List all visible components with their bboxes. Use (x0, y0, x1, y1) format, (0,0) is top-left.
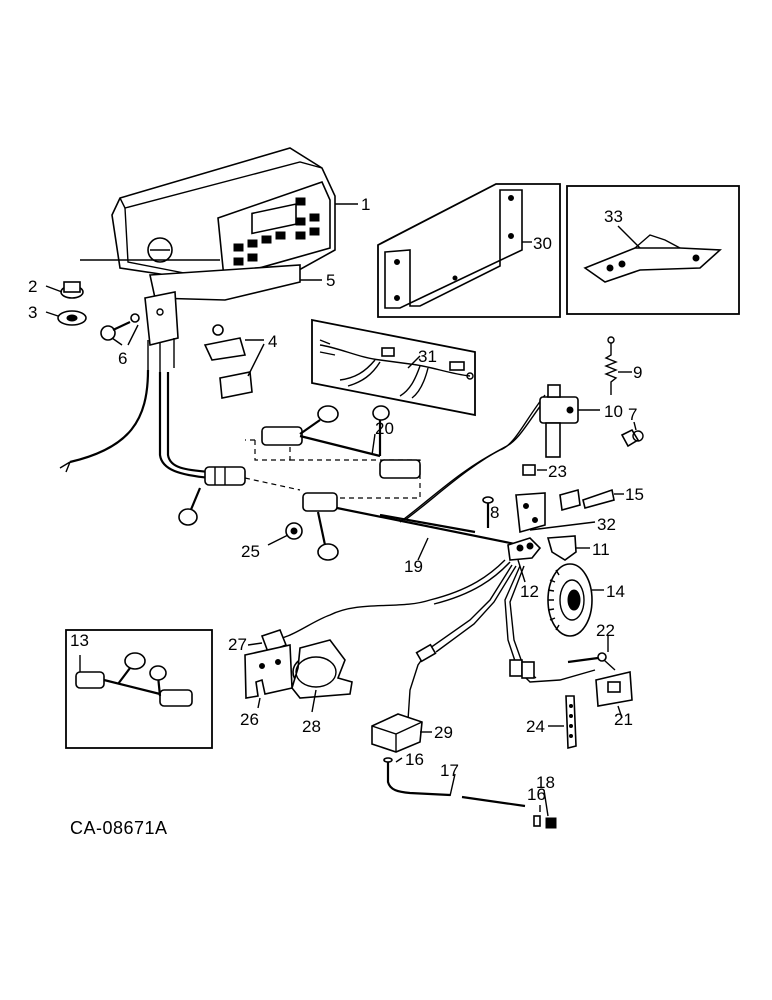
clamp-bracket (203, 324, 253, 399)
callout-11: 11 (592, 540, 610, 559)
callout-18: 18 (536, 773, 555, 792)
clip-part (620, 428, 644, 448)
plate-bracket (515, 492, 546, 534)
callout-31: 31 (418, 347, 437, 366)
switch-part (539, 384, 579, 458)
callout-26: 26 (240, 710, 259, 729)
callout-3: 3 (28, 303, 37, 322)
hose-17 (386, 760, 451, 797)
spring-part (604, 336, 618, 395)
callout-15: 15 (625, 485, 644, 504)
pickup-disc (547, 563, 593, 637)
sensor-block-21 (595, 671, 633, 707)
callout-8: 8 (490, 503, 499, 522)
cable (269, 559, 506, 641)
sensor-part (507, 537, 542, 561)
callout-33: 33 (604, 207, 623, 226)
callout-22: 22 (596, 621, 615, 640)
connector-harness (178, 405, 421, 561)
callout-21: 21 (614, 710, 633, 729)
callout-5: 5 (326, 271, 335, 290)
callout-6: 6 (118, 349, 127, 368)
callout-16-fitting: 16 (527, 785, 546, 804)
monitor-console (111, 147, 336, 284)
cable (407, 564, 513, 721)
callout-19: 19 (404, 557, 423, 576)
callout-12: 12 (520, 582, 539, 601)
callout-9: 9 (633, 363, 642, 382)
mounting-bracket (144, 264, 301, 372)
washer-part (57, 310, 87, 326)
nut-part (522, 464, 536, 476)
callout-24: 24 (526, 717, 545, 736)
bracket-26 (244, 644, 293, 699)
callout-2: 2 (28, 277, 37, 296)
callout-27: 27 (228, 635, 247, 654)
main-cable (336, 506, 521, 547)
callout-20: 20 (375, 419, 394, 438)
ring-bracket-28 (291, 639, 353, 699)
callout-7: 7 (628, 405, 637, 424)
strap-part (565, 695, 577, 750)
callout-28: 28 (302, 717, 321, 736)
sensor-lead (567, 652, 616, 671)
callout-23: 23 (548, 462, 567, 481)
callout-4: 4 (268, 332, 277, 351)
screw-part (482, 496, 494, 528)
bracket-15 (559, 488, 615, 512)
mount-bracket-11 (546, 535, 577, 561)
module-29 (371, 713, 423, 753)
drawing-code: CA-08671A (70, 818, 168, 838)
cable (158, 372, 211, 480)
wire-harness-box (311, 318, 476, 417)
callout-30: 30 (533, 234, 552, 253)
bolt-part (100, 313, 140, 341)
callout-14: 14 (606, 582, 625, 601)
cable (69, 369, 150, 464)
fitting-part (533, 815, 557, 829)
callout-13: 13 (70, 631, 89, 650)
callout-10: 10 (604, 402, 623, 421)
bracket-box-33 (566, 185, 740, 315)
callout-labels: 1 2 3 4 5 6 7 8 9 10 11 12 13 14 15 16 1… (28, 195, 644, 804)
callout-32: 32 (597, 515, 616, 534)
callout-17: 17 (440, 761, 459, 780)
callout-1: 1 (361, 195, 370, 214)
callout-25: 25 (241, 542, 260, 561)
connector-kit-box (65, 629, 213, 749)
callout-16-hose: 16 (405, 750, 424, 769)
bracket-box (377, 183, 561, 318)
grommet-part (60, 281, 84, 299)
callout-29: 29 (434, 723, 453, 742)
